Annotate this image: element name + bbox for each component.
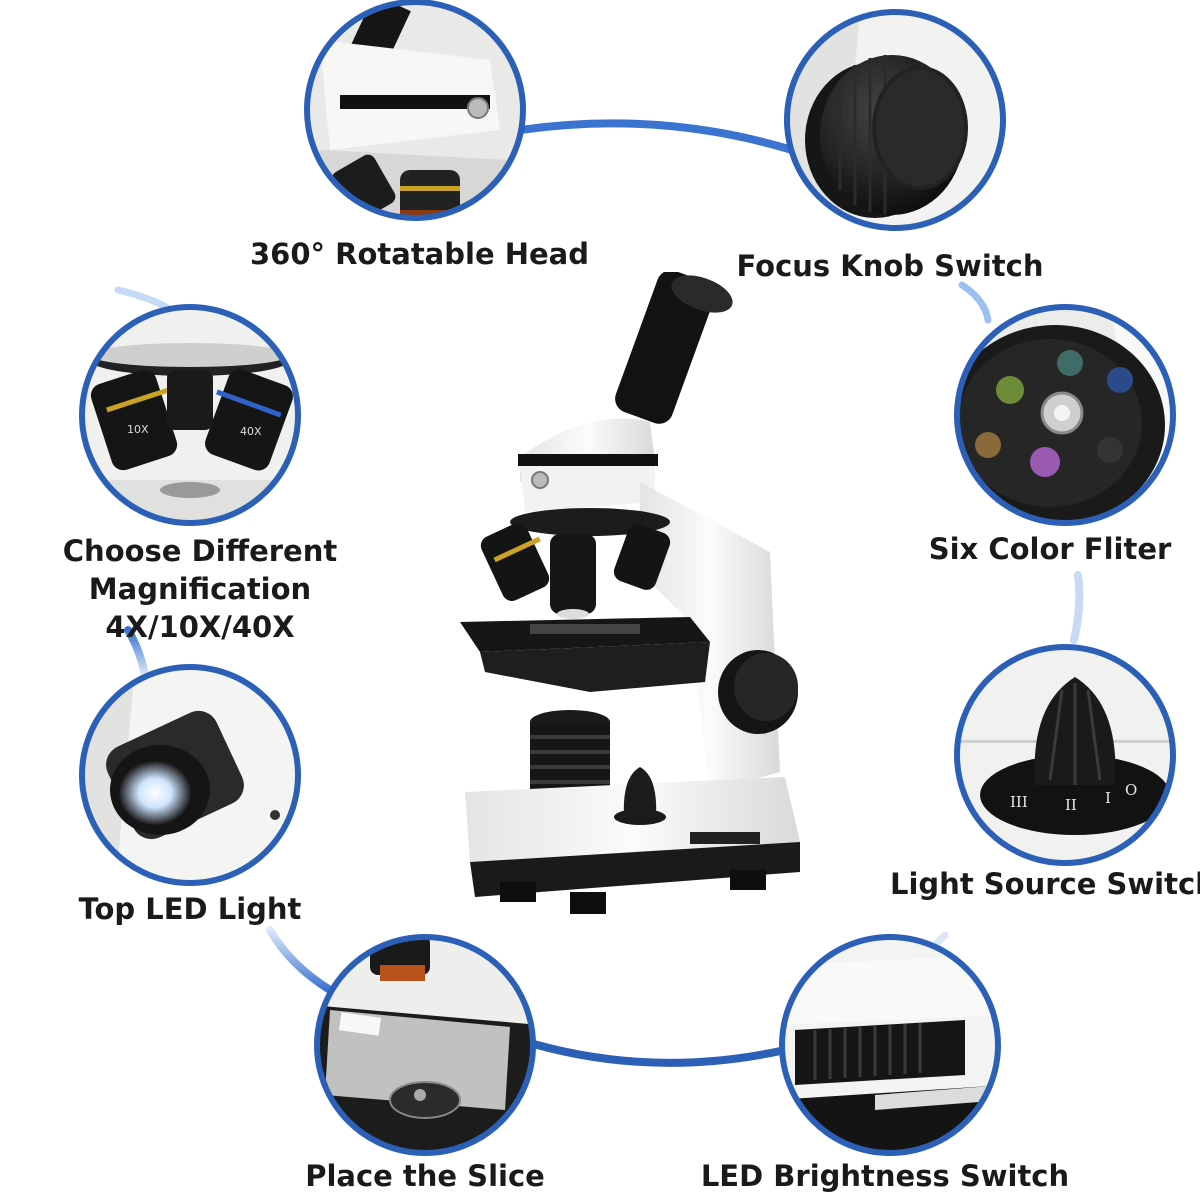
arc-top — [516, 119, 796, 154]
objective-label-10x: 10X — [127, 423, 149, 436]
caption-light-source: Light Source Switch — [890, 867, 1200, 901]
feature-magnification: 10X 40X Choose Different Magnification 4… — [63, 304, 337, 644]
caption-magnification: Choose Different Magnification 4X/10X/40… — [0, 532, 400, 646]
objectives — [480, 523, 671, 619]
microscope-illustration — [460, 272, 800, 914]
caption-magnification-line-2: Magnification 4X/10X/40X — [88, 572, 312, 644]
caption-color-filter: Six Color Fliter — [928, 532, 1172, 566]
head-band — [518, 454, 658, 466]
light-source-photo: III II I O — [954, 644, 1176, 866]
eyepiece — [615, 272, 733, 424]
condenser — [530, 710, 610, 792]
caption-place-slice: Place the Slice — [305, 1159, 545, 1193]
feature-place-slice: Place the Slice — [305, 934, 545, 1193]
dial-mark-1: I — [1105, 789, 1111, 807]
stage — [460, 617, 710, 652]
feature-color-filter: Six Color Fliter — [929, 304, 1180, 566]
feature-focus-knob: Focus Knob Switch — [737, 9, 1043, 283]
focus-knob-photo — [784, 9, 1006, 231]
top-led-photo — [79, 664, 301, 886]
arc-bottom — [516, 1036, 789, 1067]
light-switch-knob — [614, 767, 666, 825]
feature-rotatable-head: 360° Rotatable Head — [250, 0, 589, 271]
dial-mark-0: O — [1125, 781, 1137, 799]
dial-mark-3: III — [1010, 793, 1028, 811]
dial-mark-2: II — [1065, 796, 1077, 814]
feature-top-led: Top LED Light — [75, 664, 305, 926]
caption-magnification-line-1: Choose Different — [62, 534, 338, 568]
caption-led-brightness: LED Brightness Switch — [700, 1159, 1070, 1193]
focus-knob — [718, 650, 798, 734]
led-brightness-photo — [779, 934, 1001, 1156]
magnification-photo: 10X 40X — [79, 304, 301, 526]
arc-left-lower — [266, 926, 334, 994]
caption-focus-knob: Focus Knob Switch — [736, 249, 1044, 283]
arc-right — [1070, 571, 1084, 644]
place-slice-photo — [314, 934, 536, 1156]
caption-top-led: Top LED Light — [78, 892, 302, 926]
caption-rotatable-head: 360° Rotatable Head — [250, 237, 589, 271]
arc-top-right — [958, 281, 992, 324]
feature-light-source: III II I O Light Source Switch — [890, 644, 1200, 901]
color-filter-photo — [954, 304, 1176, 526]
arc-left — [124, 626, 149, 679]
feature-led-brightness: LED Brightness Switch — [701, 934, 1069, 1193]
objective-label-40x: 40X — [240, 425, 262, 438]
rotatable-head-photo — [304, 0, 526, 221]
brightness-wheel — [690, 832, 760, 844]
